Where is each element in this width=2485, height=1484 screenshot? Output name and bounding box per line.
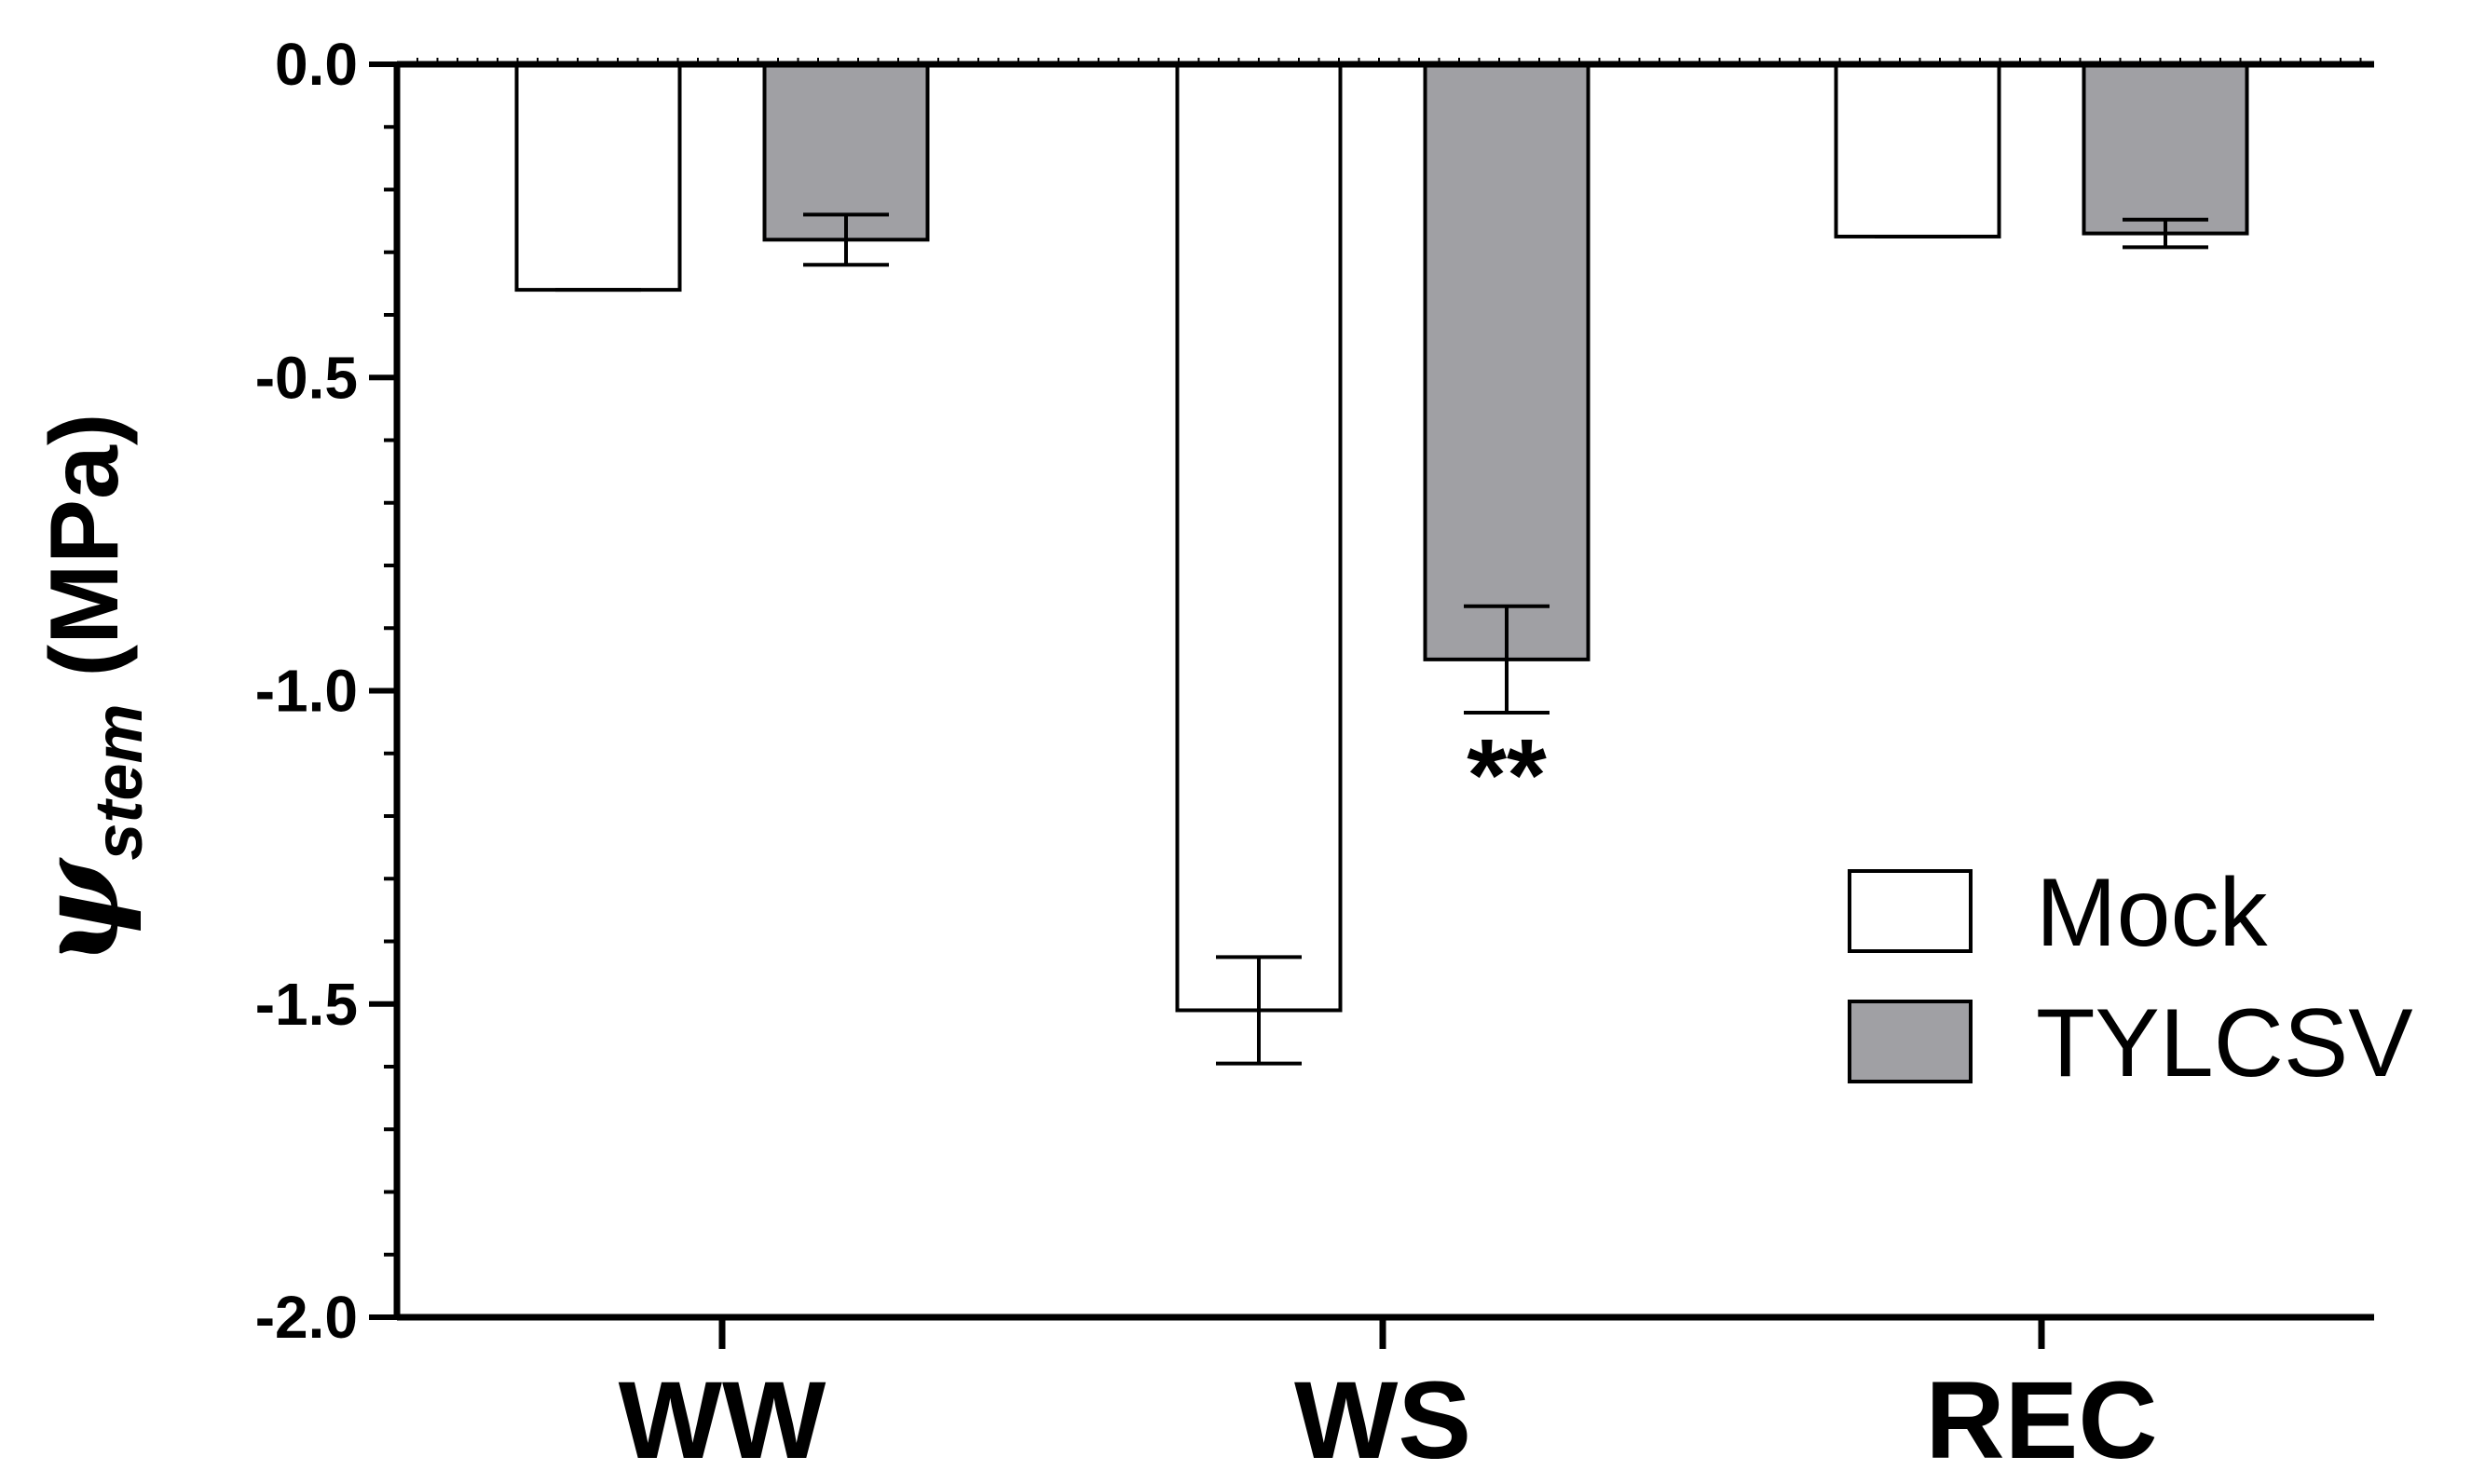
bar-tylcsv-ws bbox=[1423, 62, 1591, 661]
legend-swatch-tylcsv bbox=[1848, 1000, 1973, 1083]
x-tick-label-rec: REC bbox=[1925, 1359, 2157, 1482]
y-tick-label: 0.0 bbox=[275, 31, 358, 98]
significance-marker: ** bbox=[1467, 718, 1547, 833]
bar-mock-ws bbox=[1175, 62, 1343, 1013]
y-axis-label: ψstem (MPa) bbox=[13, 413, 157, 965]
legend-label-tylcsv: TYLCSV bbox=[2036, 989, 2413, 1097]
bar-tylcsv-rec bbox=[2082, 62, 2249, 236]
y-tick-label: -1.0 bbox=[255, 658, 358, 725]
bar-mock-rec bbox=[1834, 62, 2001, 238]
bar-mock-ww bbox=[514, 62, 682, 293]
legend-swatch-mock bbox=[1848, 869, 1973, 953]
legend-label-mock: Mock bbox=[2036, 859, 2268, 967]
bar-tylcsv-ww bbox=[762, 62, 930, 242]
x-tick-label-ws: WS bbox=[1294, 1359, 1471, 1482]
y-tick-label: -0.5 bbox=[255, 344, 358, 411]
x-tick-label-ww: WW bbox=[619, 1359, 826, 1482]
y-tick-label: -1.5 bbox=[255, 971, 358, 1038]
y-tick-label: -2.0 bbox=[255, 1284, 358, 1351]
